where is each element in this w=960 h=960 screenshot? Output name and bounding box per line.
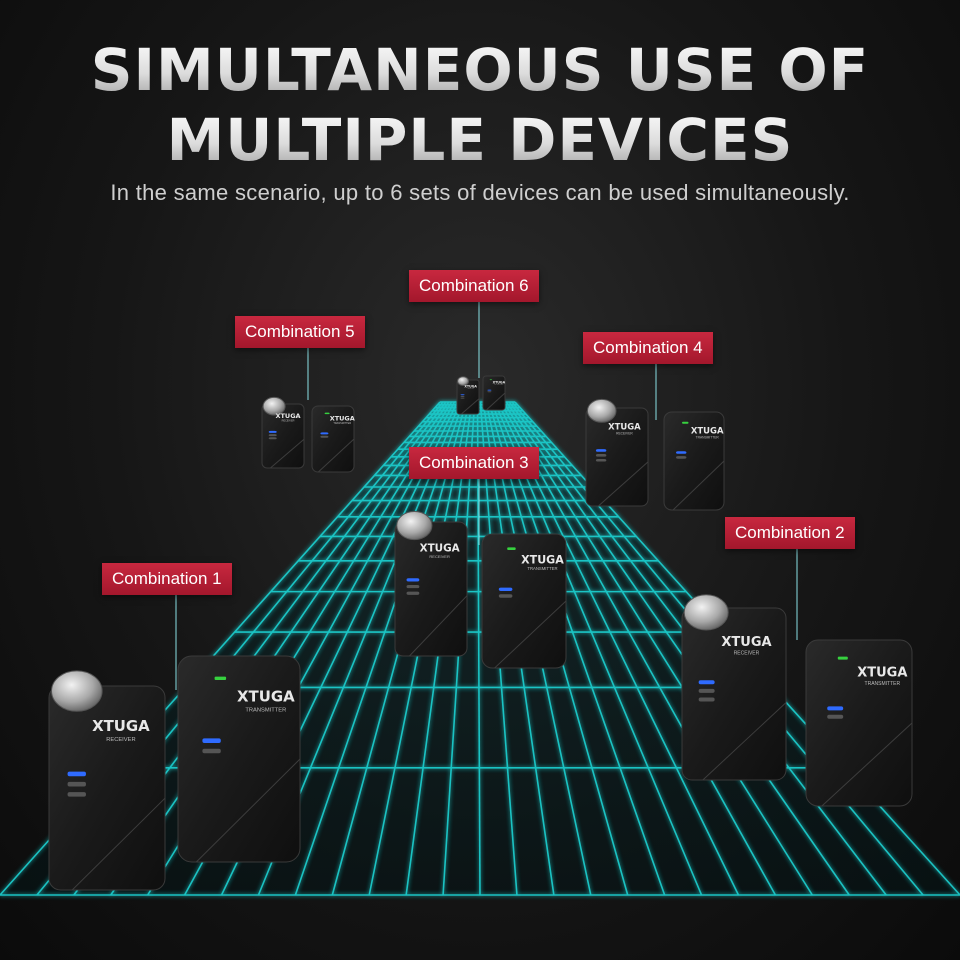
brand-logo: XTUGA — [521, 553, 564, 566]
grid-line — [491, 401, 666, 896]
label-pointer-lines — [175, 302, 798, 690]
grid-line — [499, 401, 777, 896]
headline-line-1: SIMULTANEOUS USE OF — [0, 36, 960, 104]
transmitter-tag: TRANSMITTER — [333, 422, 351, 425]
status-led — [406, 578, 420, 582]
power-led — [489, 379, 493, 381]
status-led — [487, 389, 492, 391]
volume-knob-icon — [683, 594, 729, 631]
combination-label-2: Combination 2 — [725, 517, 855, 549]
combination-label-1: Combination 1 — [102, 563, 232, 595]
brand-logo: XTUGA — [275, 412, 300, 420]
receiver-tag: RECEIVER — [616, 431, 633, 435]
combination-label-3: Combination 3 — [409, 447, 539, 479]
grid-line — [502, 401, 813, 896]
power-led — [214, 676, 227, 681]
brand-logo: XTUGA — [721, 635, 771, 650]
subtitle: In the same scenario, up to 6 sets of de… — [110, 180, 850, 205]
brand-logo: XTUGA — [237, 687, 295, 705]
status-led — [698, 680, 715, 685]
brand-logo: XTUGA — [691, 426, 724, 436]
grid-line — [110, 401, 450, 896]
volume-knob-icon — [396, 510, 433, 541]
power-led — [682, 421, 689, 424]
volume-knob-icon — [586, 398, 617, 423]
brand-logo: XTUGA — [92, 717, 150, 735]
receiver-tag: RECEIVER — [734, 650, 760, 656]
brand-logo: XTUGA — [608, 422, 641, 432]
status-led — [202, 738, 221, 743]
receiver-tag: RECEIVER — [429, 554, 450, 559]
brand-logo: XTUGA — [420, 542, 460, 554]
receiver-tag: RECEIVER — [282, 419, 295, 422]
status-led — [67, 771, 86, 777]
status-led — [595, 449, 607, 452]
grid-line — [494, 401, 703, 896]
grid-line — [496, 401, 740, 896]
receiver-device: XTUGA RECEIVER — [48, 670, 166, 891]
power-led — [507, 547, 516, 550]
receiver-tag: RECEIVER — [467, 388, 473, 390]
transmitter-tag: TRANSMITTER — [527, 566, 557, 571]
transmitter-tag: TRANSMITTER — [865, 681, 901, 687]
status-led — [460, 394, 465, 396]
volume-knob-icon — [51, 670, 103, 712]
combination-label-4: Combination 4 — [583, 332, 713, 364]
transmitter-tag: TRANSMITTER — [245, 708, 286, 714]
brand-logo: XTUGA — [493, 380, 506, 384]
brand-logo: XTUGA — [464, 384, 477, 388]
transmitter-tag: TRANSMITTER — [494, 383, 503, 386]
grid-line — [505, 401, 850, 896]
status-led — [320, 432, 329, 435]
combination-label-6: Combination 6 — [409, 270, 539, 302]
power-led — [324, 412, 330, 415]
volume-knob-icon — [457, 376, 470, 387]
status-led — [676, 451, 687, 454]
transmitter-device: XTUGA TRANSMITTER — [177, 655, 301, 863]
status-led — [268, 430, 277, 433]
status-led — [827, 706, 844, 711]
volume-knob-icon — [262, 396, 286, 416]
status-led — [498, 587, 513, 591]
grid-line — [476, 401, 481, 896]
brand-logo: XTUGA — [330, 415, 355, 423]
power-led — [837, 656, 848, 660]
combination-label-5: Combination 5 — [235, 316, 365, 348]
grid-line — [294, 401, 464, 896]
headline-line-2: MULTIPLE DEVICES — [0, 106, 960, 174]
brand-logo: XTUGA — [857, 666, 907, 681]
receiver-tag: RECEIVER — [106, 737, 135, 743]
transmitter-tag: TRANSMITTER — [696, 435, 720, 439]
device-groups: XTUGARECEIVERXTUGATRANSMITTERXTUGARECEIV… — [48, 375, 913, 891]
